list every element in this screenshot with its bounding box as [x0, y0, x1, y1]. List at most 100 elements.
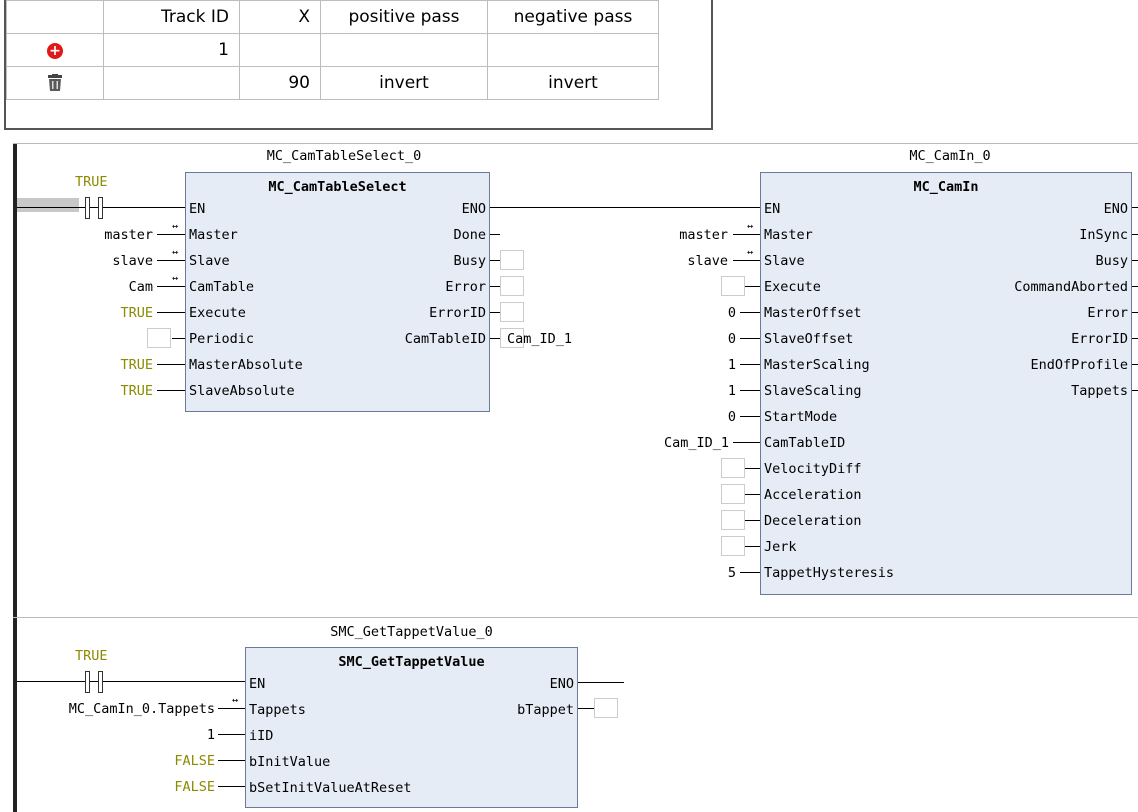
pin-deceleration[interactable]: Deceleration: [764, 513, 862, 529]
input-value-camtableid[interactable]: Cam_ID_1: [663, 435, 729, 451]
pin-periodic[interactable]: Periodic: [189, 331, 255, 347]
pin-error[interactable]: Error: [445, 279, 486, 295]
input-value-binitvalue[interactable]: FALSE: [174, 753, 215, 769]
input-value-startmode[interactable]: 0: [727, 409, 736, 425]
pin-error[interactable]: Error: [1087, 305, 1128, 321]
pin-done[interactable]: Done: [453, 227, 486, 243]
pin-tappets[interactable]: Tappets: [249, 702, 306, 718]
input-box-acceleration[interactable]: [721, 484, 745, 504]
pin-en[interactable]: EN: [764, 201, 781, 217]
pin-binitvalue[interactable]: bInitValue: [249, 754, 331, 770]
fb-body[interactable]: SMC_GetTappetValue EN Tappets iID bInitV…: [245, 647, 578, 808]
track-id-cell[interactable]: 1: [103, 33, 240, 67]
pin-acceleration[interactable]: Acceleration: [764, 487, 862, 503]
pin-tappethysteresis[interactable]: TappetHysteresis: [764, 565, 895, 581]
column-header-negative-pass[interactable]: negative pass: [487, 0, 659, 34]
pin-busy[interactable]: Busy: [1095, 253, 1128, 269]
output-box-done[interactable]: [500, 250, 524, 270]
pin-en[interactable]: EN: [249, 676, 266, 692]
pin-master[interactable]: Master: [189, 227, 238, 243]
x-cell[interactable]: [239, 33, 321, 67]
contact-label[interactable]: TRUE: [75, 174, 108, 190]
contact-label[interactable]: TRUE: [75, 648, 108, 664]
track-id-cell[interactable]: [103, 66, 240, 100]
pin-slave[interactable]: Slave: [764, 253, 805, 269]
pin-camtableid[interactable]: CamTableID: [404, 331, 486, 347]
pin-errorid[interactable]: ErrorID: [1071, 331, 1128, 347]
pin-execute[interactable]: Execute: [189, 305, 246, 321]
pin-eno[interactable]: ENO: [461, 201, 486, 217]
input-value-slaveabsolute[interactable]: TRUE: [120, 383, 153, 399]
output-value-camtableid[interactable]: Cam_ID_1: [507, 331, 573, 347]
pin-camtable[interactable]: CamTable: [189, 279, 255, 295]
column-header-x[interactable]: X: [239, 0, 321, 34]
fb-body[interactable]: MC_CamIn EN Master Slave Execute MasterO…: [760, 172, 1132, 595]
pin-slaveoffset[interactable]: SlaveOffset: [764, 331, 854, 347]
pin-en[interactable]: EN: [189, 201, 206, 217]
input-value-masterabsolute[interactable]: TRUE: [120, 357, 153, 373]
trash-icon-cell[interactable]: [6, 66, 104, 100]
pin-tappets[interactable]: Tappets: [1071, 383, 1128, 399]
output-box-error[interactable]: [500, 302, 524, 322]
input-box-periodic[interactable]: [147, 328, 171, 348]
input-value-masterscaling[interactable]: 1: [727, 357, 736, 373]
input-box-jerk[interactable]: [721, 536, 745, 556]
input-value-tappets[interactable]: MC_CamIn_0.Tappets: [68, 701, 215, 717]
negative-pass-cell[interactable]: [487, 33, 659, 67]
input-value-master[interactable]: master: [104, 227, 153, 243]
add-icon[interactable]: +: [47, 43, 63, 59]
pin-master[interactable]: Master: [764, 227, 813, 243]
pin-slaveabsolute[interactable]: SlaveAbsolute: [189, 383, 295, 399]
output-box-errorid[interactable]: [500, 328, 524, 348]
negative-pass-cell[interactable]: invert: [487, 66, 659, 100]
fb-body[interactable]: MC_CamTableSelect EN Master Slave CamTab…: [185, 172, 490, 412]
input-value-iid[interactable]: 1: [206, 727, 215, 743]
positive-pass-cell[interactable]: invert: [320, 66, 488, 100]
input-box-deceleration[interactable]: [721, 510, 745, 530]
pin-camtableid[interactable]: CamTableID: [764, 435, 846, 451]
input-value-bsetinitvalueatreset[interactable]: FALSE: [174, 779, 215, 795]
pin-busy[interactable]: Busy: [453, 253, 486, 269]
input-value-slaveoffset[interactable]: 0: [727, 331, 736, 347]
table-row[interactable]: + 1: [6, 33, 659, 67]
pin-insync[interactable]: InSync: [1079, 227, 1128, 243]
positive-pass-cell[interactable]: [320, 33, 488, 67]
pin-masterscaling[interactable]: MasterScaling: [764, 357, 870, 373]
pin-jerk[interactable]: Jerk: [764, 539, 797, 555]
input-value-masteroffset[interactable]: 0: [727, 305, 736, 321]
input-value-tappethysteresis[interactable]: 5: [727, 565, 736, 581]
pin-startmode[interactable]: StartMode: [764, 409, 838, 425]
column-header-track-id[interactable]: Track ID: [103, 0, 240, 34]
input-value-master[interactable]: master: [679, 227, 728, 243]
output-box-busy[interactable]: [500, 276, 524, 296]
pin-commandaborted[interactable]: CommandAborted: [1014, 279, 1128, 295]
fb-instance-name[interactable]: MC_CamIn_0: [909, 148, 991, 164]
input-value-slave[interactable]: slave: [112, 253, 153, 269]
pin-eno[interactable]: ENO: [549, 676, 574, 692]
pin-velocitydiff[interactable]: VelocityDiff: [764, 461, 862, 477]
fb-instance-name[interactable]: SMC_GetTappetValue_0: [330, 624, 493, 640]
pin-endofprofile[interactable]: EndOfProfile: [1030, 357, 1128, 373]
x-cell[interactable]: 90: [239, 66, 321, 100]
pin-masterabsolute[interactable]: MasterAbsolute: [189, 357, 303, 373]
pin-slavescaling[interactable]: SlaveScaling: [764, 383, 862, 399]
input-value-slave[interactable]: slave: [687, 253, 728, 269]
input-box-execute[interactable]: [721, 276, 745, 296]
add-icon-cell[interactable]: +: [6, 33, 104, 67]
trash-icon[interactable]: [47, 74, 63, 92]
pin-slave[interactable]: Slave: [189, 253, 230, 269]
pin-btappet[interactable]: bTappet: [517, 702, 574, 718]
input-value-camtable[interactable]: Cam: [128, 279, 153, 295]
contact[interactable]: [83, 197, 105, 219]
output-box-btappet[interactable]: [594, 698, 618, 718]
pin-eno[interactable]: ENO: [1103, 201, 1128, 217]
pin-iid[interactable]: iID: [249, 728, 274, 744]
contact[interactable]: [83, 671, 105, 693]
input-value-slavescaling[interactable]: 1: [727, 383, 736, 399]
pin-execute[interactable]: Execute: [764, 279, 821, 295]
table-row[interactable]: 90 invert invert: [6, 66, 659, 100]
fb-instance-name[interactable]: MC_CamTableSelect_0: [266, 148, 422, 164]
column-header-positive-pass[interactable]: positive pass: [320, 0, 488, 34]
pin-bsetinitvalueatreset[interactable]: bSetInitValueAtReset: [249, 780, 412, 796]
pin-masteroffset[interactable]: MasterOffset: [764, 305, 862, 321]
